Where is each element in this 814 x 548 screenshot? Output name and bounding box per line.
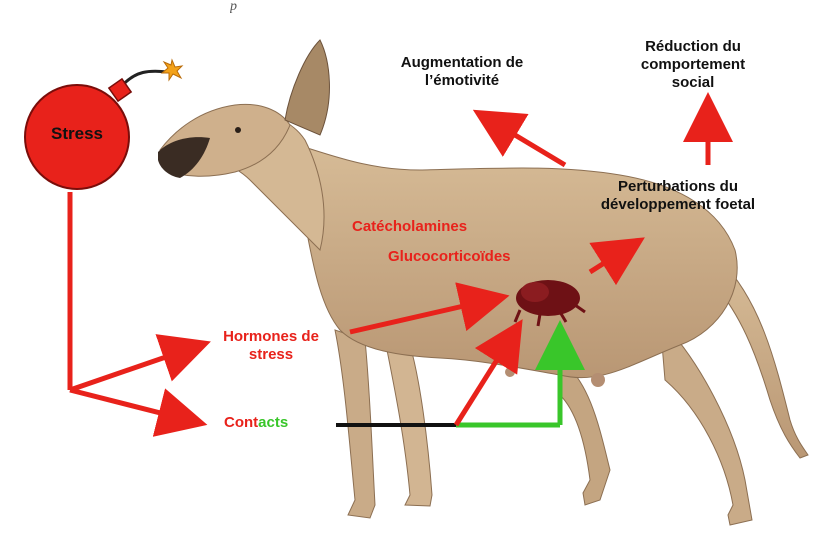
contacts-label-green-part: acts — [258, 414, 288, 431]
augmentation-label: Augmentation de l’émotivité — [382, 54, 542, 90]
stress-connectors — [70, 192, 192, 420]
to-augmentation-arrow — [490, 120, 565, 165]
contacts-label-red-part: Cont — [224, 414, 258, 431]
dog-ear — [285, 40, 329, 135]
dog-back-leg-2 — [660, 320, 752, 525]
glucocorticoides-label: Glucocorticoïdes — [388, 248, 558, 266]
dog-eye — [235, 127, 241, 133]
hormones-label: Hormones de stress — [216, 328, 326, 364]
perturbations-label: Perturbations du développement foetal — [578, 178, 778, 214]
stress-label: Stress — [22, 124, 132, 144]
reduction-label: Réduction du comportement social — [618, 38, 768, 92]
fuse-spark — [162, 60, 182, 80]
catecholamines-label: Catécholamines — [352, 218, 512, 236]
contacts-label: Contacts — [224, 414, 344, 432]
